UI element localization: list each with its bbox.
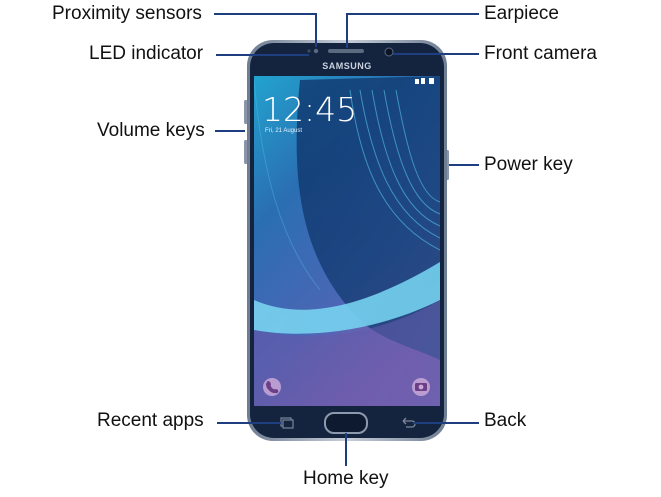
- leader-volume-keys: [215, 130, 245, 132]
- proximity-sensor-dot: [313, 48, 319, 54]
- label-proximity-sensors: Proximity sensors: [52, 3, 202, 24]
- wallpaper-waves: [254, 76, 440, 406]
- label-back: Back: [484, 410, 527, 431]
- led-indicator-dot: [307, 49, 311, 53]
- leader-recent-apps: [217, 422, 281, 424]
- leader-front-camera: [393, 53, 479, 55]
- back-arrow-icon: [402, 417, 416, 428]
- label-power-key: Power key: [484, 154, 573, 175]
- leader-earpiece-v: [346, 13, 348, 48]
- label-led-indicator: LED indicator: [89, 43, 204, 64]
- lock-screen-date: Fri, 21 August: [265, 128, 303, 134]
- front-camera-lens: [384, 47, 394, 57]
- lock-screen-time: 12:45: [262, 90, 358, 129]
- label-recent-apps: Recent apps: [97, 410, 204, 431]
- leader-led-indicator: [216, 54, 309, 56]
- phone-icon: [263, 378, 281, 396]
- home-key: [324, 412, 368, 434]
- leader-earpiece-h: [346, 13, 479, 15]
- label-front-camera: Front camera: [484, 43, 597, 64]
- earpiece-grille: [328, 49, 364, 53]
- leader-proximity-sensors-h: [214, 13, 317, 15]
- label-volume-keys: Volume keys: [97, 120, 205, 141]
- recent-apps-icon: [280, 417, 294, 429]
- leader-home-key: [345, 433, 347, 466]
- label-home-key: Home key: [303, 468, 389, 489]
- leader-proximity-sensors-v: [315, 13, 317, 47]
- label-earpiece: Earpiece: [484, 3, 559, 24]
- status-bar-icons: [415, 78, 434, 84]
- leader-back: [413, 422, 479, 424]
- brand-logo: SAMSUNG: [322, 61, 372, 71]
- leader-power-key: [449, 164, 479, 166]
